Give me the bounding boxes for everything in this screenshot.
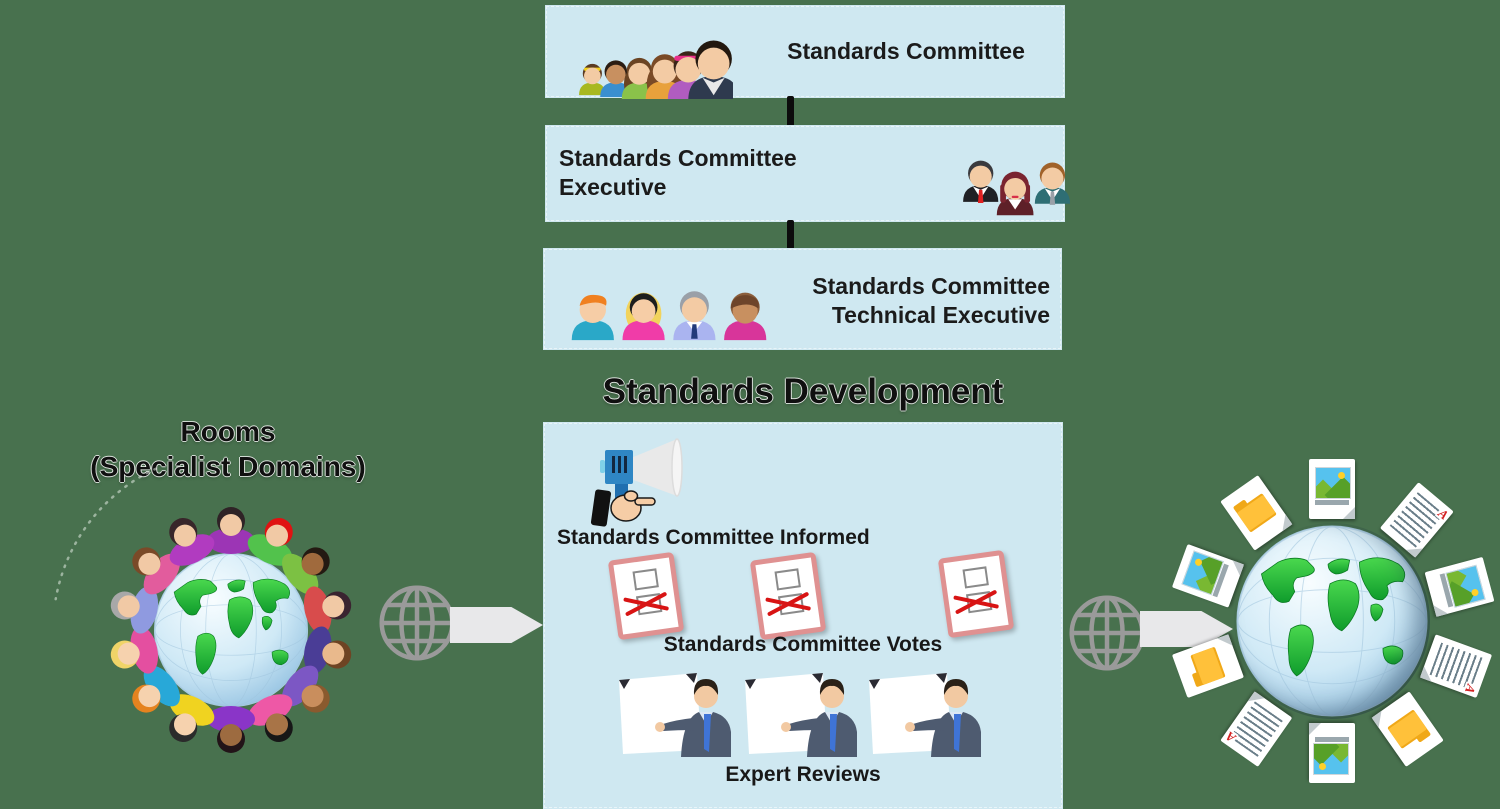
presenter-icon <box>745 673 857 757</box>
megaphone-icon <box>590 438 683 527</box>
crowd-icon <box>579 40 733 99</box>
ballot-paper-icon <box>607 551 685 641</box>
standards-committee-box: Standards Committee <box>545 5 1065 99</box>
expert-reviews-label: Expert Reviews <box>725 763 881 786</box>
org-connector-line <box>787 96 794 127</box>
standards-committee-executive-label: Standards Committee Executive <box>559 145 797 200</box>
earth-globe <box>1236 525 1428 717</box>
rooms-title-block: Rooms (Specialist Domains) <box>28 414 428 484</box>
standards-committee-executive-box: Standards Committee Executive <box>545 125 1071 222</box>
standards-development-title: Standards Development <box>602 372 1004 411</box>
rooms-subtitle: (Specialist Domains) <box>90 451 366 482</box>
standards-committee-technical-executive-box: Standards Committee Technical Executive <box>543 248 1062 350</box>
standards-committee-label: Standards Committee <box>787 38 1025 64</box>
org-connector-line <box>787 220 794 250</box>
earth-globe <box>153 552 309 708</box>
presenter-icon <box>619 673 731 757</box>
standards-committee-votes-label: Standards Committee Votes <box>663 633 943 656</box>
standards-development-box: Standards Committee Informed Standards C… <box>543 422 1063 809</box>
ballot-paper-icon <box>749 551 827 641</box>
wireframe-globe-icon <box>1069 595 1145 671</box>
right-arrow-icon <box>450 607 543 643</box>
ballot-paper-icon <box>937 549 1015 639</box>
avatar-quartet-icon <box>571 291 767 341</box>
standards-committee-informed-label: Standards Committee Informed <box>557 526 870 549</box>
standards-committee-technical-executive-label: Standards Committee Technical Executive <box>812 273 1050 328</box>
wireframe-globe-icon <box>379 585 455 661</box>
rooms-title: Rooms <box>180 416 276 447</box>
executive-trio-icon <box>963 160 1071 216</box>
dashed-arc <box>54 467 158 601</box>
presenter-icon <box>869 673 981 757</box>
